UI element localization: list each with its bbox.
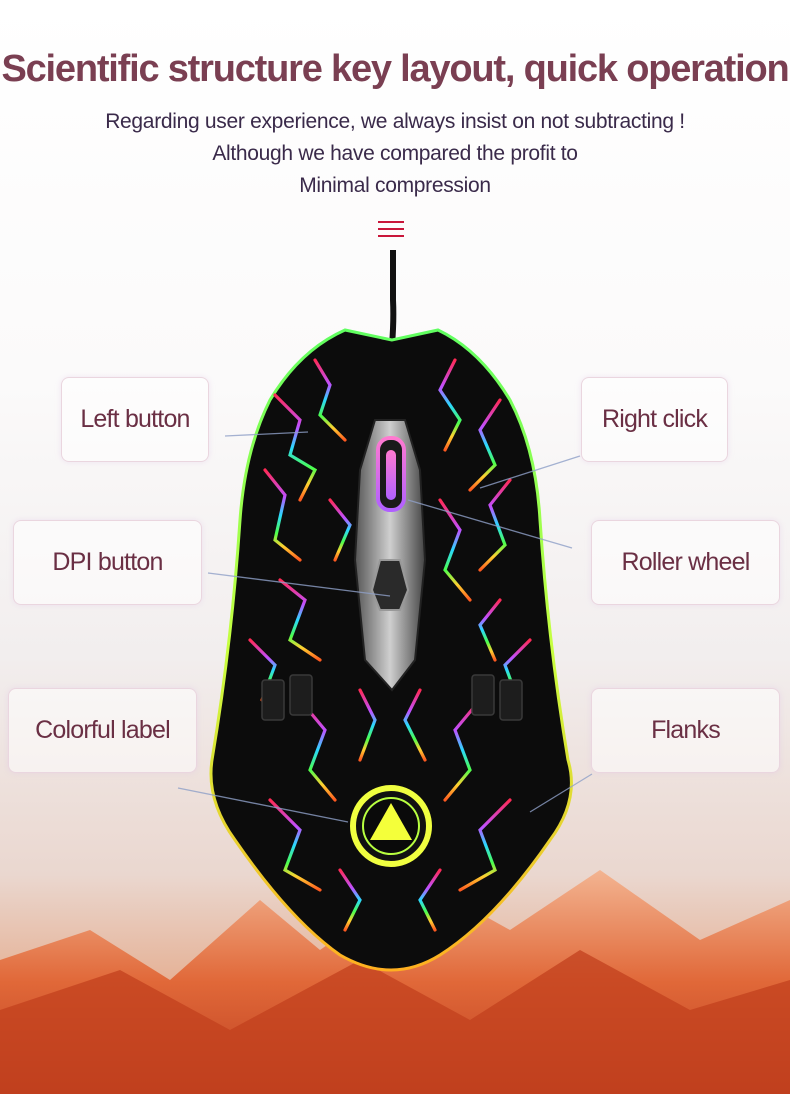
- label-flanks: Flanks: [591, 688, 780, 773]
- logo-triangle-icon: [370, 803, 412, 840]
- label-left-button: Left button: [61, 377, 209, 462]
- label-right-click: Right click: [581, 377, 728, 462]
- product-scene: [0, 250, 790, 1094]
- hamburger-menu-icon: [378, 221, 404, 239]
- headline: Scientific structure key layout, quick o…: [1, 48, 789, 90]
- subtext-line-1: Regarding user experience, we always ins…: [105, 110, 685, 133]
- dpi-button: [370, 559, 410, 611]
- mouse-illustration: [0, 250, 790, 1094]
- mouse-cable: [389, 250, 397, 346]
- center-ridge: [353, 419, 427, 692]
- label-roller-wheel: Roller wheel: [591, 520, 780, 605]
- label-dpi-button: DPI button: [13, 520, 202, 605]
- rgb-crack-pattern: [248, 358, 532, 932]
- side-grips: [261, 674, 523, 721]
- label-colorful-label: Colorful label: [8, 688, 197, 773]
- subtext-line-3: Minimal compression: [299, 174, 491, 197]
- subtext-line-2: Although we have compared the profit to: [212, 142, 578, 165]
